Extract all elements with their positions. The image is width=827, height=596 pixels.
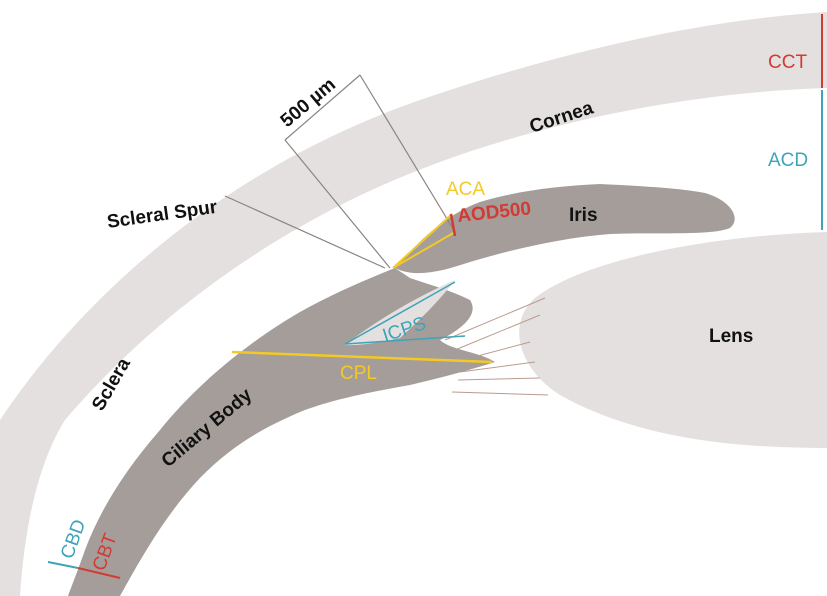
- aod500-line: [449, 213, 457, 237]
- acd-label: ACD: [768, 150, 808, 171]
- icps-line-upper: [344, 281, 456, 345]
- cbt-line: [77, 567, 121, 579]
- lens: [519, 232, 827, 448]
- ciliary-body: [68, 268, 495, 596]
- cct-label: CCT: [768, 52, 807, 73]
- iris: [395, 184, 735, 274]
- scleral-spur-pointer: [224, 195, 386, 269]
- 500um-label: 500 µm: [277, 74, 340, 132]
- aca-label: ACA: [446, 179, 485, 200]
- sclera-cornea-band: [0, 12, 827, 596]
- cpl-label: CPL: [340, 363, 377, 384]
- icps-line: [344, 335, 466, 345]
- cpl-line: [231, 350, 493, 364]
- cbd-line: [47, 561, 79, 569]
- 500um-pointer: [284, 74, 456, 269]
- aca-lines: [392, 213, 456, 269]
- lens-label: Lens: [709, 326, 753, 347]
- iris-label: Iris: [569, 205, 598, 226]
